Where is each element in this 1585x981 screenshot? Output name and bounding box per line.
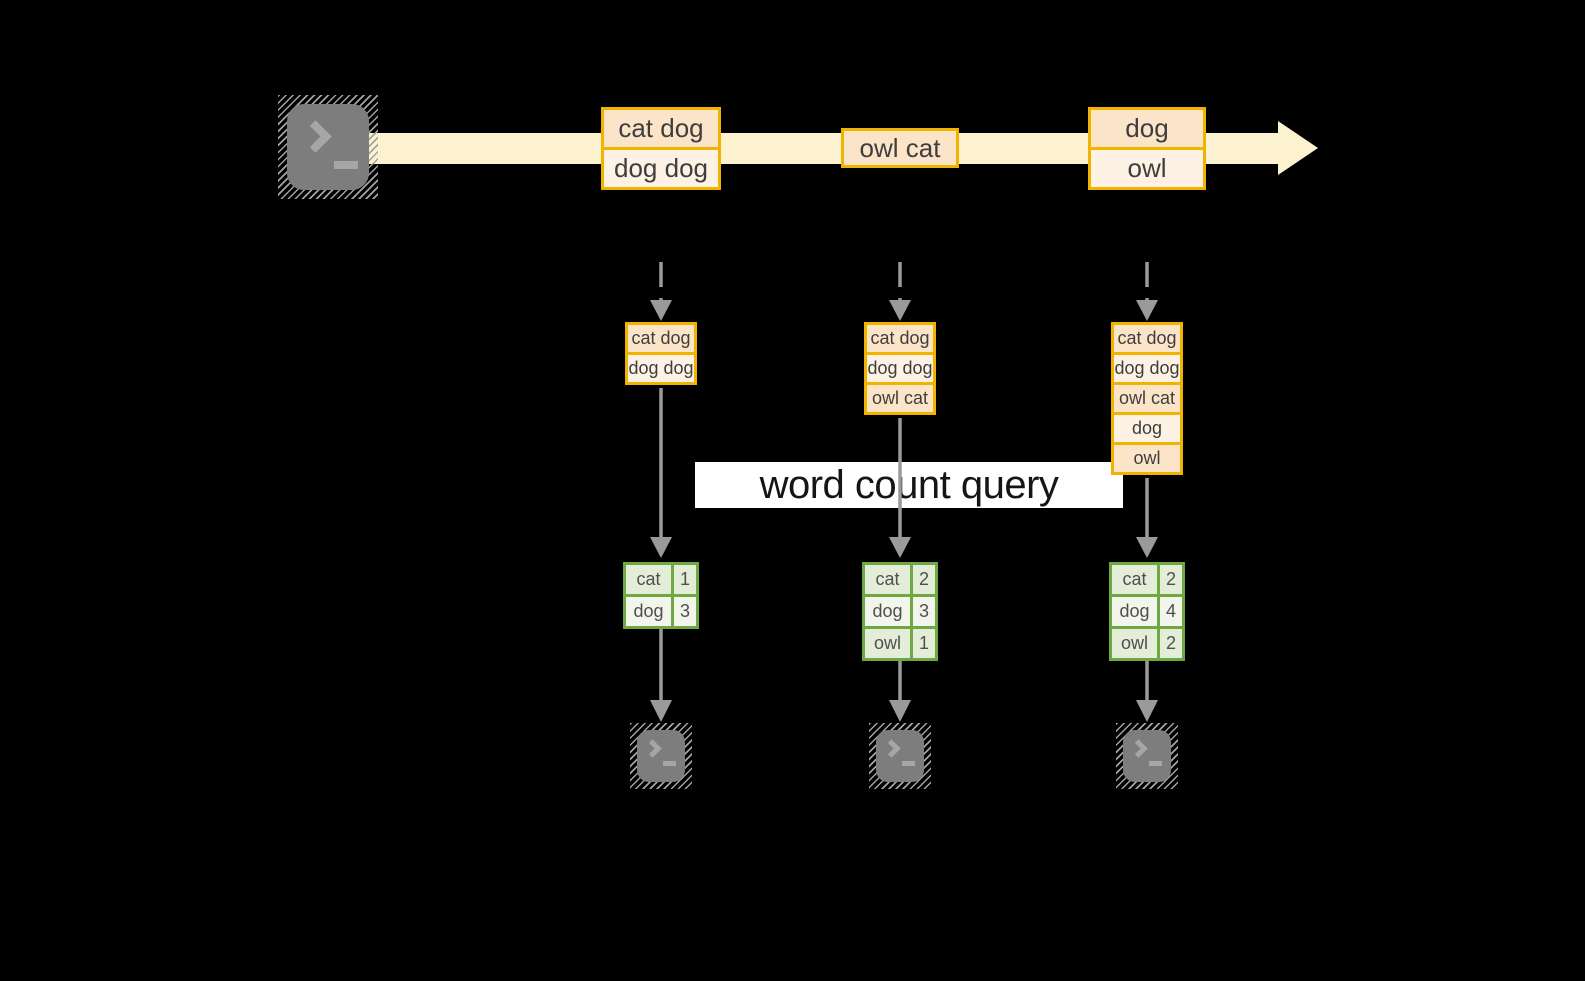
prompt-chevron-icon	[643, 739, 662, 758]
arrow-counts-to-sink-2	[889, 661, 911, 722]
sink-terminal-icon-2	[869, 723, 931, 789]
state-record: cat dog	[628, 325, 694, 352]
count-cell: 4	[1160, 597, 1182, 626]
count-cell: 1	[674, 565, 696, 594]
event-record: dog dog	[604, 147, 718, 187]
state-record: dog dog	[867, 352, 933, 382]
prompt-chevron-icon	[882, 739, 901, 758]
source-terminal-icon	[278, 95, 378, 199]
word-cell: dog	[1112, 597, 1157, 626]
count-cell: 3	[674, 597, 696, 626]
count-cell: 2	[1160, 629, 1182, 658]
prompt-cursor-icon	[334, 161, 358, 169]
word-cell: dog	[865, 597, 910, 626]
arrow-timeline-to-state-2	[889, 262, 911, 321]
terminal-screen	[287, 104, 369, 190]
terminal-screen	[637, 730, 685, 782]
word-cell: dog	[626, 597, 671, 626]
arrow-state-to-counts-3	[1136, 478, 1158, 558]
prompt-cursor-icon	[902, 761, 915, 766]
sink-terminal-icon-1	[630, 723, 692, 789]
query-banner: word count query	[695, 462, 1123, 508]
word-cell: owl	[865, 629, 910, 658]
count-cell: 2	[1160, 565, 1182, 594]
state-record: dog dog	[628, 352, 694, 382]
state-record: cat dog	[867, 325, 933, 352]
prompt-cursor-icon	[663, 761, 676, 766]
stream-event-box-3: dog owl	[1088, 107, 1206, 190]
prompt-chevron-icon	[299, 120, 332, 153]
word-cell: cat	[1112, 565, 1157, 594]
state-record: owl cat	[1114, 382, 1180, 412]
state-record: cat dog	[1114, 325, 1180, 352]
word-count-table-2: cat 2 dog 3 owl 1	[862, 562, 938, 661]
arrow-timeline-to-state-1	[650, 262, 672, 321]
state-stack-3: cat dog dog dog owl cat dog owl	[1111, 322, 1183, 475]
count-cell: 3	[913, 597, 935, 626]
prompt-cursor-icon	[1149, 761, 1162, 766]
terminal-screen	[1123, 730, 1171, 782]
stream-event-box-2: owl cat	[841, 128, 959, 168]
word-cell: owl	[1112, 629, 1157, 658]
state-record: dog	[1114, 412, 1180, 442]
event-record: dog	[1091, 110, 1203, 147]
count-cell: 2	[913, 565, 935, 594]
stream-timeline-arrowhead-icon	[1278, 121, 1318, 175]
terminal-screen	[876, 730, 924, 782]
event-record: cat dog	[604, 110, 718, 147]
state-record: owl	[1114, 442, 1180, 472]
word-count-table-3: cat 2 dog 4 owl 2	[1109, 562, 1185, 661]
arrow-state-to-counts-1	[650, 388, 672, 558]
sink-terminal-icon-3	[1116, 723, 1178, 789]
prompt-chevron-icon	[1129, 739, 1148, 758]
count-cell: 1	[913, 629, 935, 658]
arrow-counts-to-sink-1	[650, 629, 672, 722]
query-banner-label: word count query	[759, 462, 1059, 507]
arrow-timeline-to-state-3	[1136, 262, 1158, 321]
arrow-counts-to-sink-3	[1136, 661, 1158, 722]
word-count-table-1: cat 1 dog 3	[623, 562, 699, 629]
state-stack-2: cat dog dog dog owl cat	[864, 322, 936, 415]
event-record: owl	[1091, 147, 1203, 187]
stream-event-box-1: cat dog dog dog	[601, 107, 721, 190]
state-record: dog dog	[1114, 352, 1180, 382]
state-record: owl cat	[867, 382, 933, 412]
word-cell: cat	[626, 565, 671, 594]
state-stack-1: cat dog dog dog	[625, 322, 697, 385]
event-record: owl cat	[844, 131, 956, 165]
word-cell: cat	[865, 565, 910, 594]
